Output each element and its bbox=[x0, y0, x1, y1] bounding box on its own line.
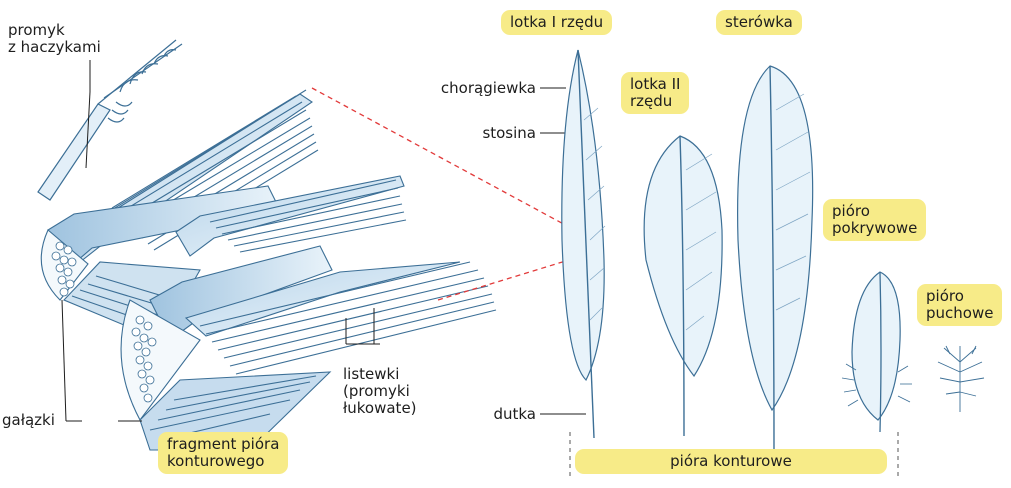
feather-fragment-illustration bbox=[41, 90, 496, 450]
covert-feather-illustration bbox=[842, 272, 912, 432]
pill-primary-remex: lotka I rzędu bbox=[501, 10, 612, 35]
tail-feather-illustration bbox=[738, 66, 813, 452]
pill-feather-fragment: fragment pióra konturowego bbox=[158, 432, 288, 474]
pill-contour-feathers: pióra konturowe bbox=[575, 449, 887, 474]
pill-secondary-remex: lotka II rzędu bbox=[621, 72, 689, 114]
label-calamus: dutka bbox=[410, 406, 536, 423]
pill-covert-feather: pióro pokrywowe bbox=[823, 199, 926, 241]
pill-down-feather: pióro puchowe bbox=[917, 284, 1002, 326]
primary-feather-illustration bbox=[562, 50, 605, 438]
label-barbs: gałązki bbox=[2, 412, 55, 429]
pill-rectrix: sterówka bbox=[716, 10, 802, 35]
label-hooked-barbule: promyk z haczykami bbox=[8, 22, 101, 56]
label-vane: chorągiewka bbox=[410, 80, 536, 97]
label-rachis: stosina bbox=[410, 125, 536, 142]
label-barbules: listewki (promyki łukowate) bbox=[343, 366, 417, 417]
secondary-feather-illustration bbox=[644, 136, 722, 436]
down-feather-illustration bbox=[938, 346, 984, 412]
barbule-detail-illustration bbox=[38, 40, 182, 200]
